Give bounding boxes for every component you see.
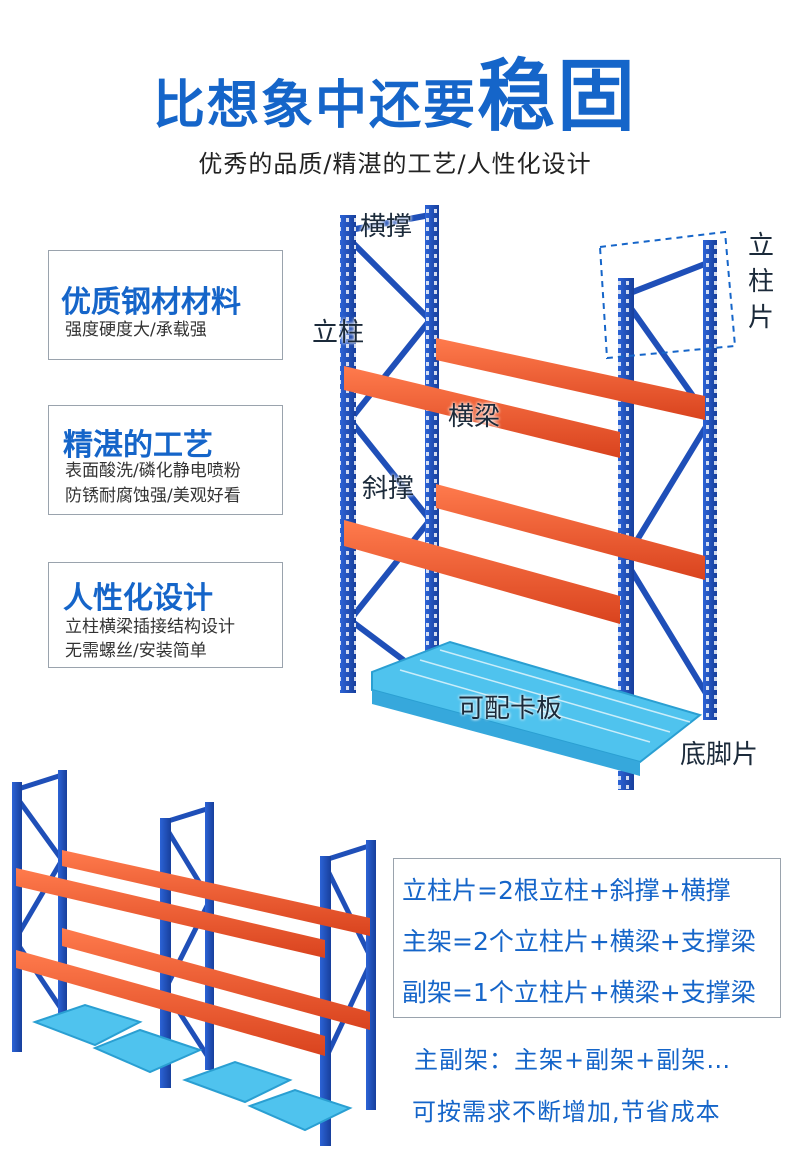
feature-title: 精湛的工艺	[63, 428, 213, 463]
note-expand: 可按需求不断增加,节省成本	[412, 1098, 721, 1126]
label-beam: 横梁	[448, 402, 501, 432]
feature-line: 立柱横梁插接结构设计	[65, 617, 235, 637]
feature-title: 人性化设计	[63, 581, 213, 616]
feature-line: 无需螺丝/安装简单	[65, 641, 207, 661]
formula-box: 立柱片=2根立柱+斜撑+横撑 主架=2个立柱片+横梁+支撑梁 副架=1个立柱片+…	[393, 858, 781, 1018]
formula-line: 立柱片=2根立柱+斜撑+横撑	[402, 876, 731, 905]
title-big: 稳固	[477, 52, 638, 142]
feature-line: 防锈耐腐蚀强/美观好看	[65, 486, 241, 506]
label-cross-brace: 横撑	[360, 212, 413, 242]
subtitle: 优秀的品质/精湛的工艺/人性化设计	[198, 150, 592, 178]
diagonal-braces-left	[347, 212, 433, 683]
rack-main	[340, 205, 737, 790]
feature-box-design: 人性化设计 立柱横梁插接结构设计 无需螺丝/安装简单	[48, 562, 283, 668]
rack-multi	[12, 770, 376, 1146]
beams-main	[344, 338, 705, 624]
feature-box-material: 优质钢材材料 强度硬度大/承载强	[48, 250, 283, 360]
pallet-main	[371, 640, 703, 776]
feature-line: 表面酸洗/磷化静电喷粉	[65, 461, 241, 481]
diagonal-braces-right	[622, 259, 713, 702]
formula-line: 主架=2个立柱片+横梁+支撑梁	[402, 927, 756, 956]
label-upright-frame: 立柱片	[747, 231, 774, 333]
label-pallet: 可配卡板	[458, 694, 563, 724]
feature-box-craft: 精湛的工艺 表面酸洗/磷化静电喷粉 防锈耐腐蚀强/美观好看	[48, 405, 283, 515]
formula-line: 副架=1个立柱片+横梁+支撑梁	[402, 978, 756, 1007]
label-diagonal-brace: 斜撑	[362, 474, 415, 504]
feature-title: 优质钢材材料	[61, 285, 241, 320]
label-upright: 立柱	[312, 318, 365, 348]
note-main-sub: 主副架：主架+副架+副架…	[414, 1046, 732, 1074]
page-title: 比想象中还要稳固	[0, 34, 790, 146]
label-base-plate: 底脚片	[680, 740, 759, 770]
feature-line: 强度硬度大/承载强	[65, 320, 207, 340]
title-small: 比想象中还要	[152, 76, 477, 136]
